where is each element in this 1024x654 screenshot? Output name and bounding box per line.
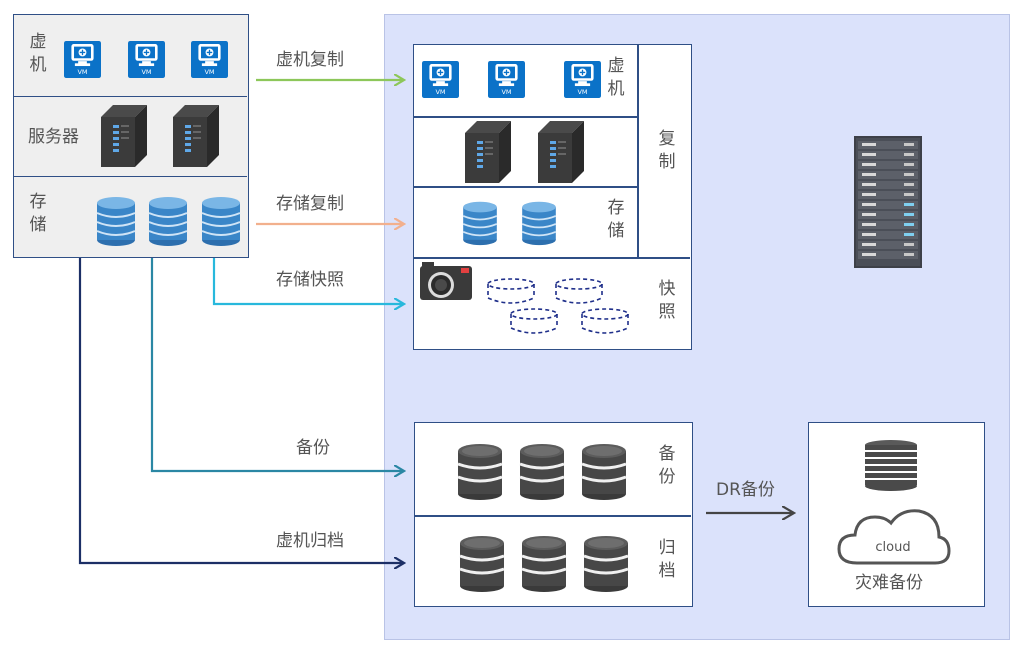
replication-row-divider <box>414 186 637 188</box>
rack-server-icon <box>854 136 922 268</box>
cloud-icon: cloud <box>837 509 951 565</box>
archive-database-icon <box>459 535 505 593</box>
vm-icon <box>128 41 165 78</box>
snapshot-divider <box>414 257 690 259</box>
vm-icon <box>64 41 101 78</box>
snapshot-disk-icon <box>554 277 604 305</box>
source-server-row: 服务器 <box>14 97 247 177</box>
source-server-label: 服务器 <box>28 127 79 147</box>
database-icon <box>201 195 241 247</box>
database-icon <box>96 195 136 247</box>
server-icon <box>464 121 512 183</box>
replication-row-divider <box>414 116 637 118</box>
vm-icon <box>422 61 459 98</box>
archive-block-label: 归档 <box>658 538 676 581</box>
vm-archive-arrow <box>78 258 404 563</box>
source-vm-row: 虚机 <box>14 15 247 97</box>
camera-icon <box>420 262 472 300</box>
backup-database-icon <box>519 443 565 501</box>
snapshot-disk-icon <box>486 277 536 305</box>
dr-backup-label: DR备份 <box>716 480 775 500</box>
backup-label: 备份 <box>296 438 330 458</box>
target-storage-label: 存储 <box>607 198 625 241</box>
replication-block: 虚机 存储 复制 快照 <box>413 44 692 350</box>
vm-replication-label: 虚机复制 <box>276 50 344 70</box>
source-site: 虚机 服务器 存储 <box>13 14 249 258</box>
database-icon <box>148 195 188 247</box>
cloud-icon-text: cloud <box>875 540 910 555</box>
storage-replication-label: 存储复制 <box>276 194 344 214</box>
snapshot-disk-icon <box>580 307 630 335</box>
backup-database-icon <box>457 443 503 501</box>
snapshot-disk-icon <box>509 307 559 335</box>
dr-site-label: 灾难备份 <box>855 573 923 593</box>
disaster-recovery-block: cloud 灾难备份 <box>808 422 985 607</box>
storage-stack-icon <box>865 440 917 491</box>
storage-snapshot-label: 存储快照 <box>276 270 344 290</box>
vm-icon <box>191 41 228 78</box>
vm-icon <box>488 61 525 98</box>
backup-archive-block: 备份 归档 <box>414 422 693 607</box>
source-vm-label: 虚机 <box>29 32 47 75</box>
backup-archive-divider <box>415 515 691 517</box>
server-icon <box>537 121 585 183</box>
server-icon <box>100 105 148 167</box>
replication-label: 复制 <box>658 129 676 172</box>
archive-database-icon <box>521 535 567 593</box>
source-storage-row: 存储 <box>14 177 247 257</box>
snapshot-label: 快照 <box>658 279 676 322</box>
vm-archive-label: 虚机归档 <box>276 531 344 551</box>
replication-divider <box>637 45 639 257</box>
source-storage-label: 存储 <box>29 192 47 235</box>
backup-arrow <box>150 258 404 471</box>
backup-database-icon <box>581 443 627 501</box>
database-icon <box>462 200 498 246</box>
storage-snapshot-arrow <box>212 258 404 304</box>
backup-block-label: 备份 <box>658 444 676 487</box>
server-icon <box>172 105 220 167</box>
vm-icon <box>564 61 601 98</box>
archive-database-icon <box>583 535 629 593</box>
database-icon <box>521 200 557 246</box>
target-vm-label: 虚机 <box>607 56 625 99</box>
